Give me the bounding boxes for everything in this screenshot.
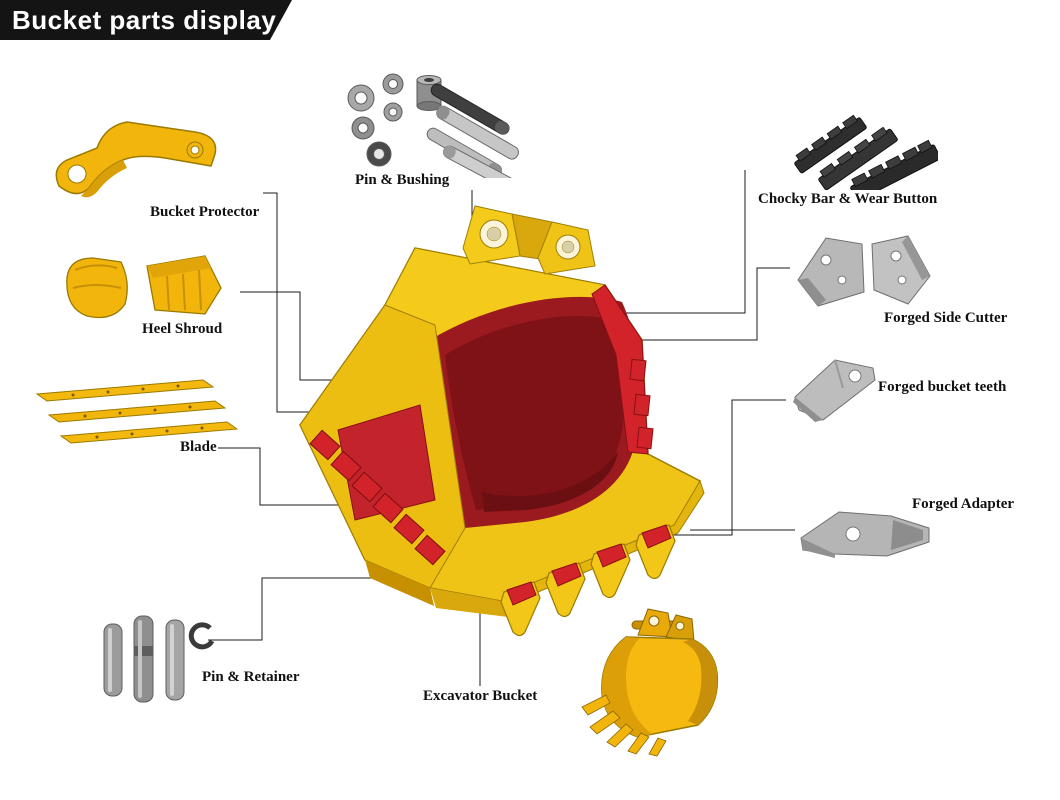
label-forged-side-cutter: Forged Side Cutter [884,310,1008,326]
excavator-bucket-small-image [580,605,730,760]
forged-side-cutter-image [790,228,935,318]
pin-bushing-image [335,68,535,178]
main-bucket-image [270,190,710,640]
label-forged-bucket-teeth: Forged bucket teeth [878,379,1007,395]
label-pin-bushing: Pin & Bushing [355,172,450,188]
chocky-bar-image [788,75,938,190]
label-heel-shroud: Heel Shroud [142,321,223,337]
label-blade: Blade [180,439,217,455]
forged-bucket-teeth-image [785,352,880,432]
label-bucket-protector: Bucket Protector [150,204,260,220]
header-banner: Bucket parts display [0,0,292,40]
page-title: Bucket parts display [12,5,277,35]
label-excavator-bucket: Excavator Bucket [423,688,538,704]
heel-shroud-image [55,248,225,328]
blade-image [33,378,238,453]
label-forged-adapter: Forged Adapter [912,496,1015,512]
pin-retainer-image [98,608,218,713]
label-pin-retainer: Pin & Retainer [202,669,300,685]
bucket-protector-image [45,108,230,203]
label-chocky-bar: Chocky Bar & Wear Button [758,191,938,207]
forged-adapter-image [795,498,935,566]
